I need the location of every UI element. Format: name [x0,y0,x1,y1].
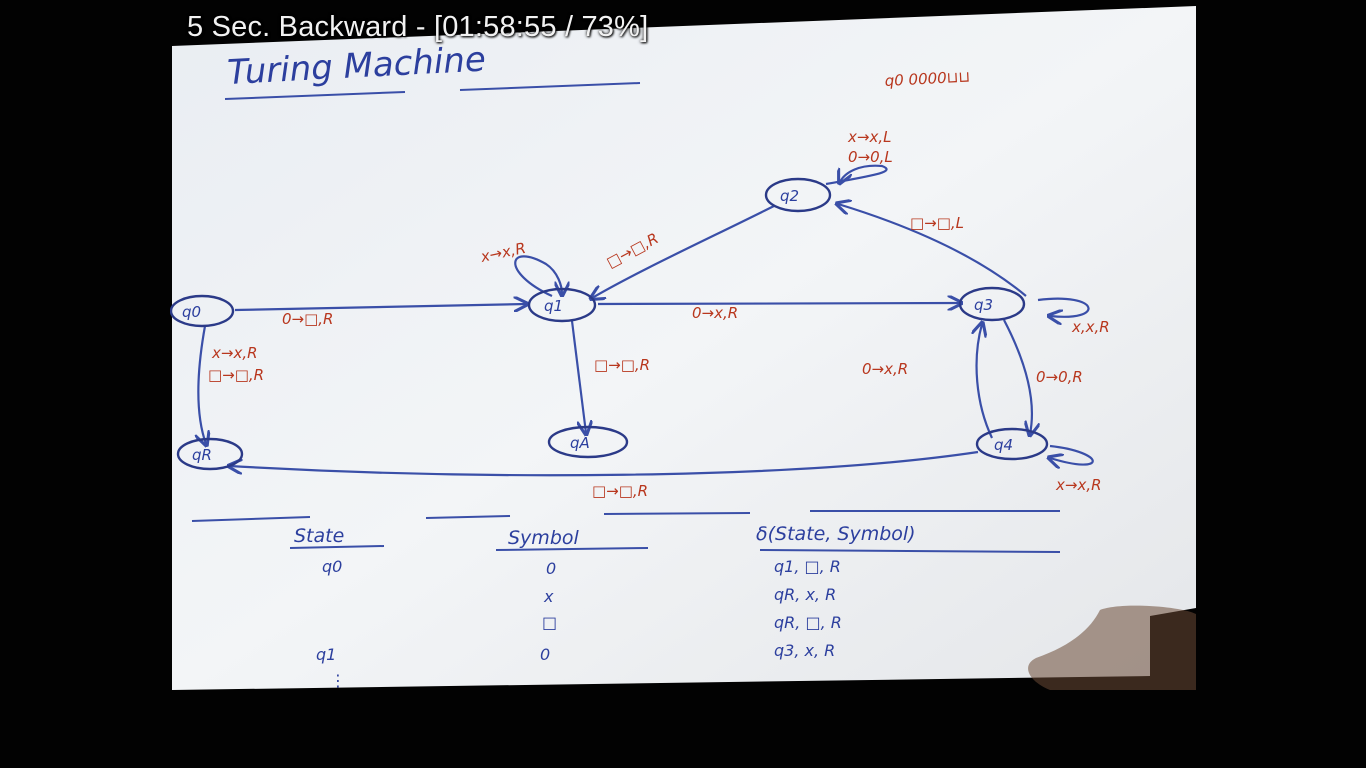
table-ellipsis: ⋮ [330,671,346,690]
state-q2: q2 [764,177,832,213]
transition-table: State Symbol δ(State, Symbol) q0 0 q1, □… [191,510,1061,690]
edge-q4-q3 [977,324,993,439]
svg-text:□: □ [542,613,557,632]
label-q4-loop: x→x,R [1055,476,1102,494]
hand-shadow [1028,605,1196,690]
transition-edges [198,164,1094,477]
table-header-transition: δ(State, Symbol) [756,523,916,545]
label-q3-q2: □→□,L [910,214,964,232]
svg-text:q3: q3 [974,296,993,314]
state-q0: q0 [170,294,235,328]
svg-text:q1, □, R: q1, □, R [774,557,841,576]
loop-q4 [1050,444,1094,465]
label-q0-qR-1: x→x,R [211,344,258,362]
edge-q0-qR [198,325,206,444]
svg-text:q4: q4 [994,436,1013,454]
label-q2-loop-2: 0→0,L [848,148,893,166]
table-row: x qR, x, R [543,585,836,606]
loop-q1 [514,255,562,296]
edge-q3-q4 [1003,319,1032,434]
table-row: q0 0 q1, □, R [322,557,841,578]
svg-text:q2: q2 [780,187,799,205]
loop-q3 [1037,297,1090,317]
state-q4: q4 [975,427,1049,461]
label-q2-loop-1: x→x,L [847,128,891,146]
svg-text:qR: qR [192,446,212,464]
svg-text:qA: qA [570,434,590,452]
state-q3: q3 [958,286,1026,322]
svg-text:0: 0 [546,559,556,578]
svg-text:q0: q0 [182,303,201,321]
label-q0-q1: 0→□,R [282,310,333,328]
table-header-state: State [294,525,344,547]
label-q0-qR-2: □→□,R [208,366,264,384]
edge-q3-q2 [838,204,1027,297]
edge-q4-qR [230,450,979,477]
label-q3-q4: 0→0,R [1036,368,1083,386]
edge-q1-q3 [597,303,960,304]
state-q1: q1 [527,287,597,323]
whiteboard-paper: Turing Machine q0 0000⊔⊔ q0 q1 [170,6,1196,690]
osd-seek-message: 5 Sec. Backward - [01:58:55 / 73%] [187,11,649,43]
loop-q2 [825,164,888,184]
svg-text:x: x [543,587,554,606]
svg-text:q0: q0 [322,557,342,576]
input-tape-note: q0 0000⊔⊔ [884,68,970,90]
svg-text:q1: q1 [316,645,336,664]
edge-q0-q1 [234,304,526,310]
state-qR: qR [176,437,244,471]
svg-text:q1: q1 [544,297,563,315]
label-q1-qA: □→□,R [594,356,650,374]
label-q4-q3: 0→x,R [862,360,908,378]
state-qA: qA [547,425,629,459]
svg-text:qR, □, R: qR, □, R [774,613,842,632]
edge-q1-qA [570,320,586,433]
transition-labels: 0→□,R x→x,R □→□,R x→x,R □→□,R 0→x,R □→□,… [208,128,1110,500]
label-q3-loop: x,x,R [1071,318,1110,336]
edge-q2-q1 [592,205,775,298]
label-q4-qR: □→□,R [592,482,648,500]
table-row: □ qR, □, R [542,613,842,632]
svg-text:0: 0 [540,645,550,664]
svg-text:qR, x, R: qR, x, R [774,585,836,604]
svg-text:q3, x, R: q3, x, R [774,641,835,660]
table-row: q1 0 q3, x, R [316,641,835,664]
table-header-symbol: Symbol [508,527,579,549]
label-q1-q3: 0→x,R [692,304,738,322]
